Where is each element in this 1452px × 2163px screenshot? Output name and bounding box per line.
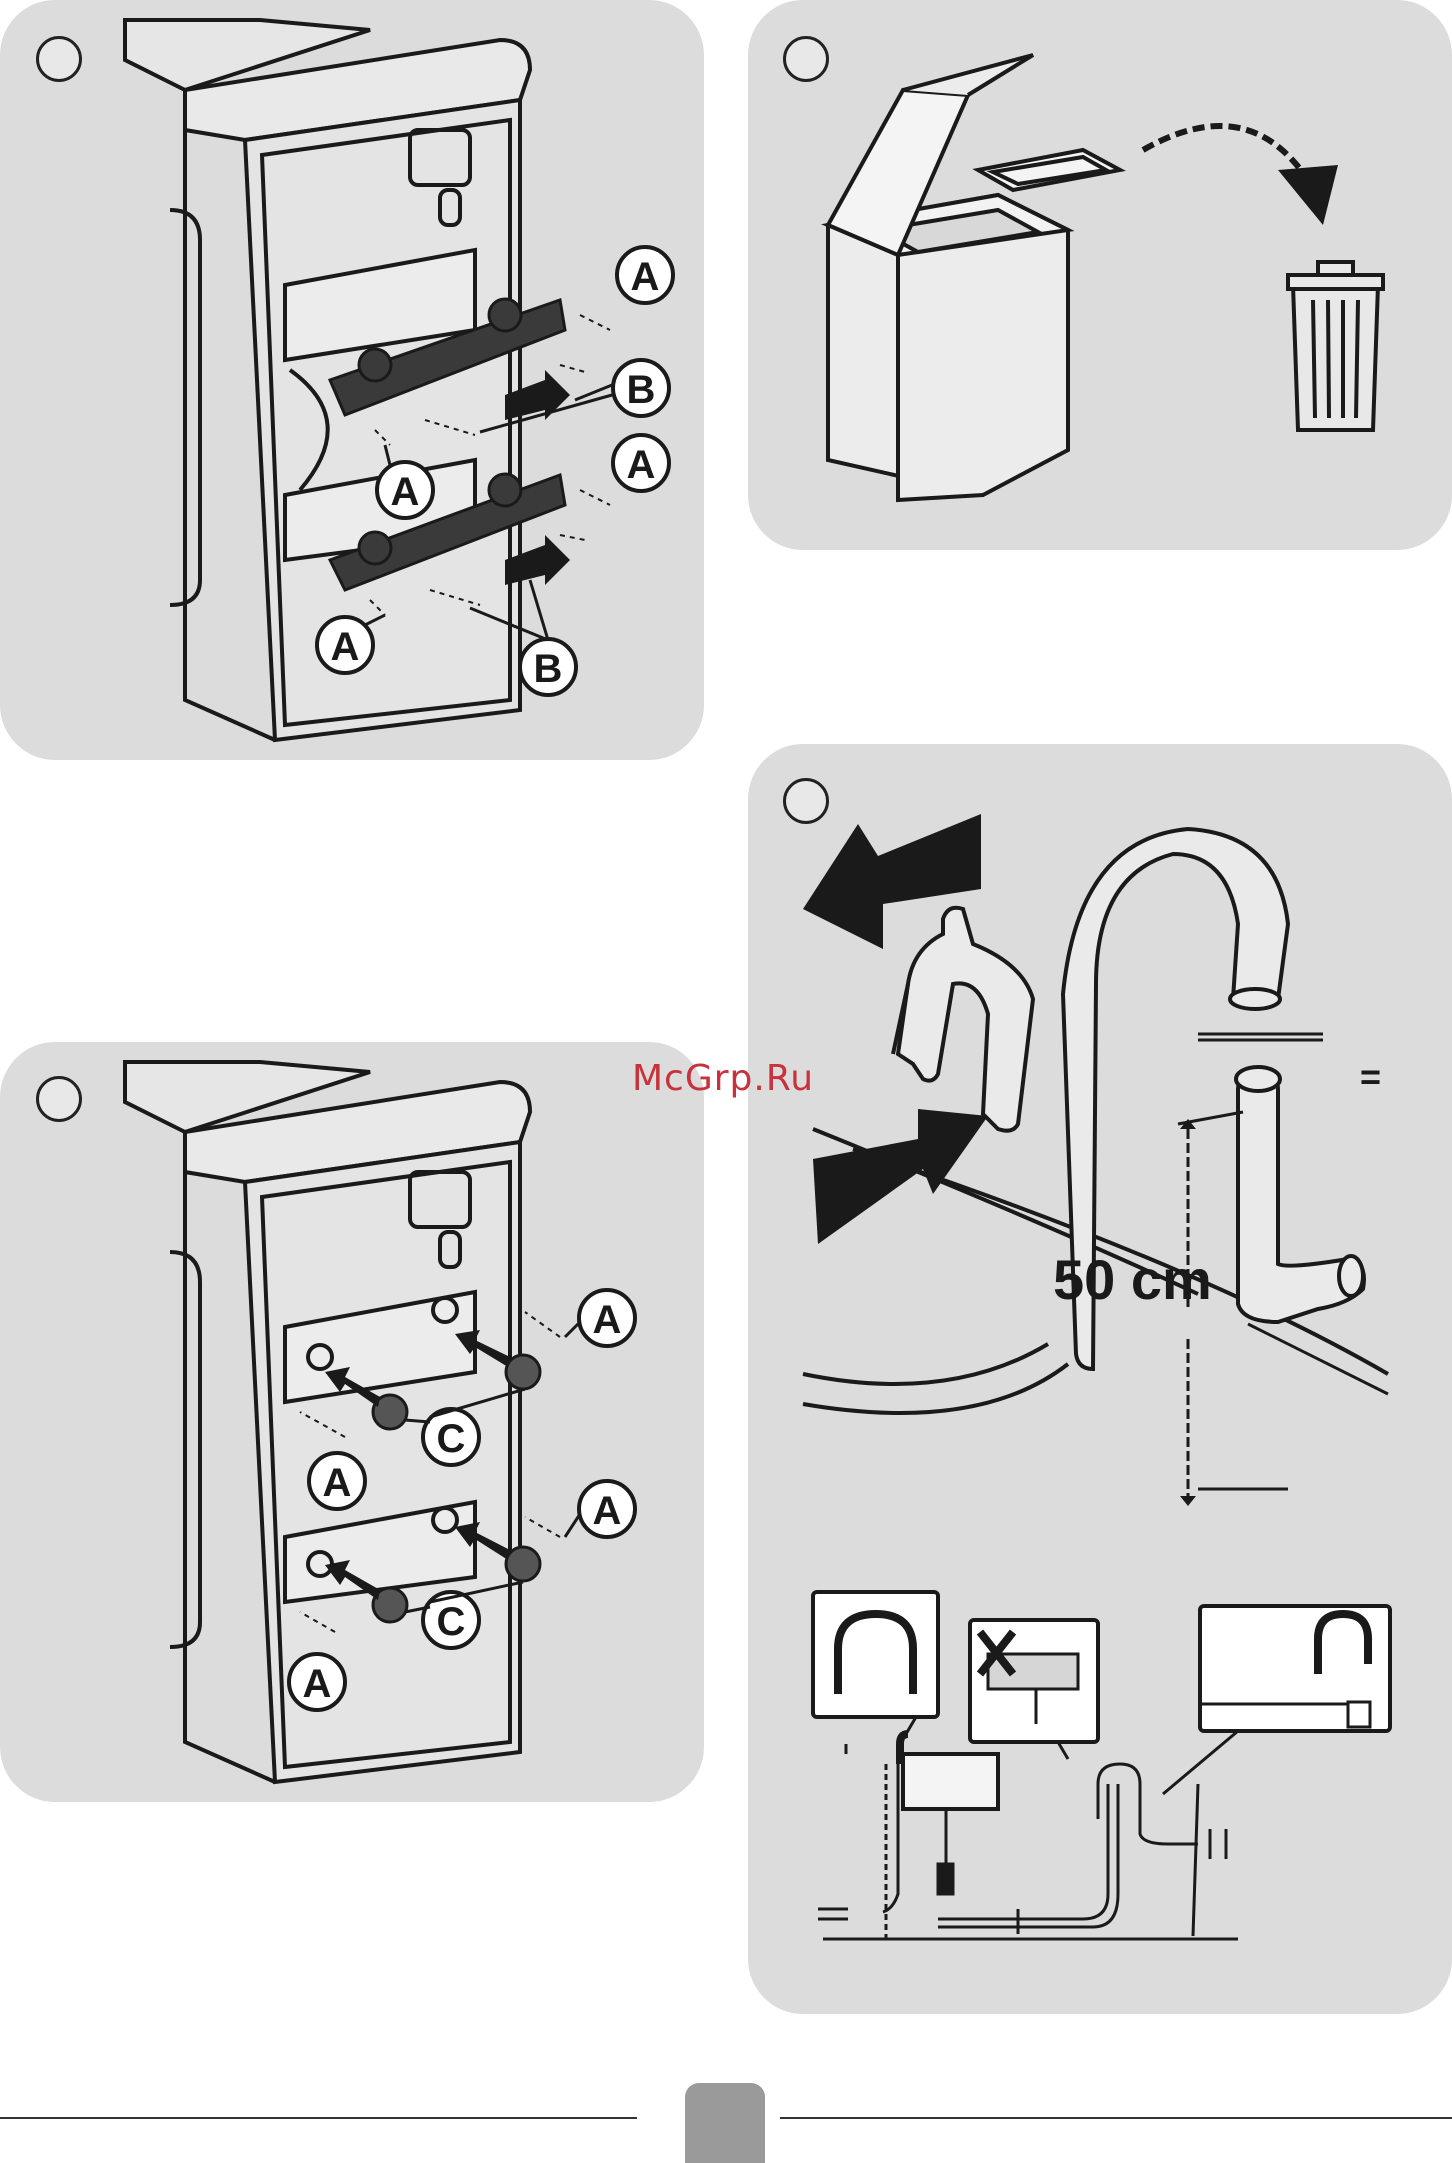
label-a: A [323,1461,352,1505]
label-c: C [437,1600,466,1644]
panel-drain-hose: = 50 cm [748,744,1452,2014]
height-measurement: 50 cm [1053,1248,1212,1311]
footer-rule-left [0,2117,637,2119]
label-c: C [437,1417,466,1461]
label-a: A [391,470,420,514]
illustration-machine-back-brackets: A B A A A B [0,0,704,760]
watermark: McGrp.Ru [632,1058,814,1099]
panel-remove-brackets: A B A A A B [0,0,704,760]
label-a: A [593,1489,622,1533]
footer-rule-right [780,2117,1452,2119]
page-number-tab [685,2083,765,2163]
label-a: A [631,255,660,299]
label-a: A [593,1298,622,1342]
label-a: A [627,443,656,487]
illustration-drain-hose: = 50 cm [748,744,1452,2014]
equal-sign: = [1360,1056,1381,1097]
label-a: A [303,1662,332,1706]
label-a: A [331,625,360,669]
label-b: B [627,368,656,412]
panel-insert-caps: A A C A C A [0,1042,704,1802]
label-b: B [534,647,563,691]
illustration-packaging-discard [748,0,1452,550]
panel-discard-packaging [748,0,1452,550]
arrow-right-icon [813,1109,988,1244]
illustration-machine-back-caps: A A C A C A [0,1042,704,1802]
